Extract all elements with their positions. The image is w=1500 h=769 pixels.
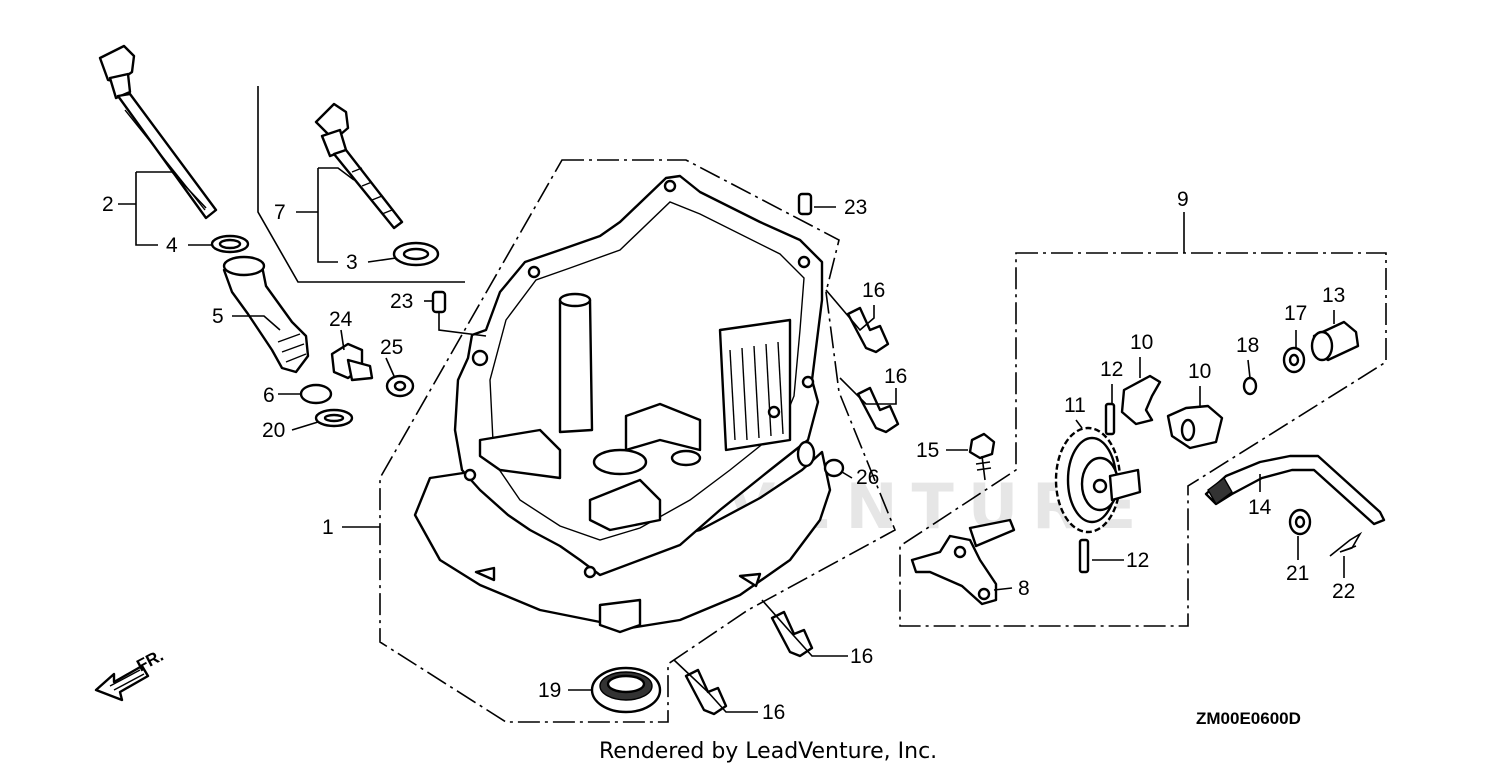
callout-8: 8 (1018, 577, 1030, 600)
clip-6-part (299, 383, 333, 405)
callout-12-top: 12 (1100, 358, 1123, 381)
footer-credit: Rendered by LeadVenture, Inc. (599, 739, 937, 764)
callout-17: 17 (1284, 302, 1307, 325)
callout-22: 22 (1332, 580, 1355, 603)
pin-12-part-b (1078, 538, 1090, 574)
governor-gear-11-part (1054, 426, 1142, 534)
callout-labels: 2 4 5 6 20 7 3 24 25 23 1 23 16 16 26 16… (102, 188, 1355, 724)
weight-10-part (1120, 374, 1224, 450)
callout-7: 7 (274, 201, 286, 224)
callout-16-lower: 16 (850, 645, 873, 668)
callout-20: 20 (262, 419, 285, 442)
callout-6: 6 (263, 384, 275, 407)
callout-12-bottom: 12 (1126, 549, 1149, 572)
oil-seal-19-part (590, 666, 662, 714)
dowel-pin-23-part (797, 192, 813, 216)
callout-5: 5 (212, 305, 224, 328)
callout-24: 24 (329, 308, 353, 331)
callout-26: 26 (856, 466, 879, 489)
callout-19: 19 (538, 679, 561, 702)
callout-25: 25 (380, 336, 403, 359)
pin-12-part (1104, 402, 1116, 436)
leader-lines (118, 167, 1345, 713)
callout-4: 4 (166, 234, 178, 257)
callout-15: 15 (916, 439, 939, 462)
callout-10-left: 10 (1130, 331, 1153, 354)
drain-bolt-24-part (330, 342, 374, 382)
clip-18-part (1242, 376, 1258, 396)
callout-9: 9 (1177, 188, 1189, 211)
callout-23-right: 23 (844, 196, 867, 219)
callout-23-left: 23 (390, 290, 413, 313)
callout-21: 21 (1286, 562, 1309, 585)
callout-16-mid: 16 (884, 365, 907, 388)
bolt-15-part (968, 432, 996, 481)
seal-26-part (823, 458, 845, 478)
callout-16-top: 16 (862, 279, 885, 302)
callout-1: 1 (322, 516, 334, 539)
callout-18: 18 (1236, 334, 1259, 357)
callout-16-bottom: 16 (762, 701, 785, 724)
slider-13-part (1310, 320, 1360, 362)
callout-10-right: 10 (1188, 360, 1211, 383)
callout-14: 14 (1248, 496, 1272, 519)
filler-tube-part (222, 255, 310, 374)
callout-13: 13 (1322, 284, 1345, 307)
governor-arm-14-part (1204, 454, 1386, 526)
callout-11: 11 (1064, 394, 1086, 417)
callout-2: 2 (102, 193, 114, 216)
front-direction-arrow: FR. (94, 646, 167, 702)
dipstick-part (98, 44, 218, 220)
clip-22-part (1329, 531, 1363, 557)
oil-pan-part (413, 174, 832, 634)
diagram-reference-code: ZM00E0600D (1196, 709, 1301, 728)
governor-holder-8-part (910, 518, 1016, 606)
callout-3: 3 (346, 251, 358, 274)
assembly-outlines (257, 86, 1387, 723)
dipstick-inset-part (314, 102, 404, 230)
dowel-pin-23-part-b (431, 290, 447, 314)
